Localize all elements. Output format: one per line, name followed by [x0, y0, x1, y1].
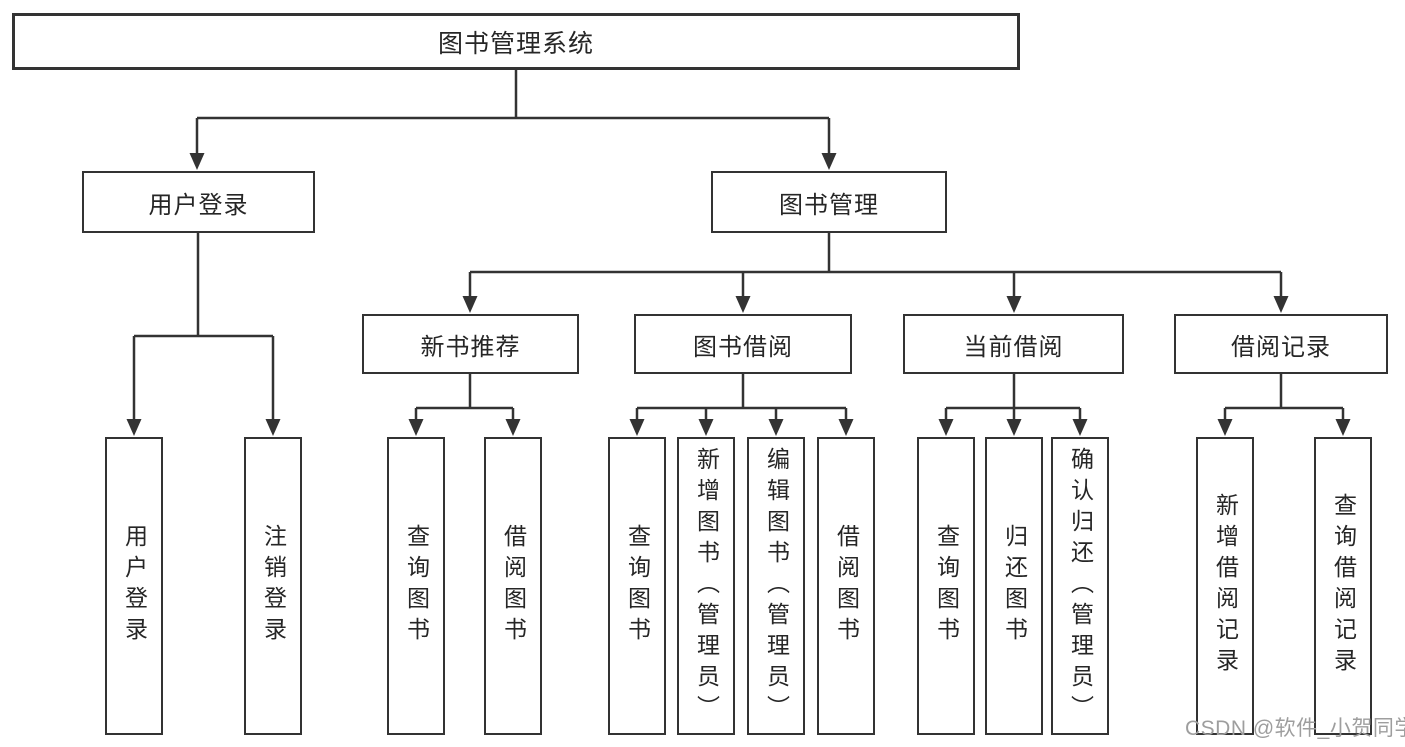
arrowhead-icons: [126, 153, 1351, 436]
node-label: 图书管理系统: [437, 29, 594, 58]
leaf-edit-book-admin: 编辑图书（管理员）: [747, 437, 805, 735]
node-user-login: 用户登录: [82, 171, 315, 233]
leaf-label: 编辑图书（管理员）: [763, 446, 790, 726]
node-library-management-system: 图书管理系统: [12, 13, 1020, 70]
leaf-query-borrow-record: 查询借阅记录: [1314, 437, 1372, 735]
leaf-return-book: 归还图书: [985, 437, 1043, 735]
node-label: 用户登录: [148, 191, 249, 219]
csdn-watermark: CSDN @软件_小贺同学: [1185, 717, 1405, 740]
node-label: 新书推荐: [420, 333, 521, 361]
node-label: 当前借阅: [963, 333, 1064, 361]
leaf-label: 借阅图书: [500, 524, 527, 648]
node-current-borrowing: 当前借阅: [903, 314, 1124, 374]
node-book-management: 图书管理: [711, 171, 947, 233]
leaf-label: 借阅图书: [833, 524, 860, 648]
node-book-borrowing: 图书借阅: [634, 314, 852, 374]
leaf-label: 查询借阅记录: [1330, 493, 1357, 679]
leaf-confirm-return-admin: 确认归还（管理员）: [1051, 437, 1109, 735]
node-borrowing-records: 借阅记录: [1174, 314, 1388, 374]
node-label: 图书管理: [779, 191, 879, 219]
leaf-add-book-admin: 新增图书（管理员）: [677, 437, 735, 735]
node-label: 图书借阅: [693, 333, 793, 361]
leaf-label: 确认归还（管理员）: [1067, 446, 1094, 726]
connector-branches: [132, 70, 1345, 421]
leaf-label: 查询图书: [933, 524, 960, 648]
node-new-book-recommendation: 新书推荐: [362, 314, 579, 374]
leaf-label: 查询图书: [403, 524, 430, 648]
leaf-query-book-recommendation: 查询图书: [387, 437, 445, 735]
leaf-label: 新增借阅记录: [1212, 493, 1239, 679]
leaf-label: 查询图书: [624, 524, 651, 648]
leaf-add-borrow-record: 新增借阅记录: [1196, 437, 1254, 735]
leaf-borrow-book-recommendation: 借阅图书: [484, 437, 542, 735]
leaf-query-book-borrowing: 查询图书: [608, 437, 666, 735]
leaf-user-login: 用户登录: [105, 437, 163, 735]
leaf-label: 用户登录: [121, 524, 148, 648]
leaf-label: 新增图书（管理员）: [693, 446, 720, 726]
node-label: 借阅记录: [1231, 333, 1331, 361]
leaf-label: 归还图书: [1001, 524, 1028, 648]
leaf-label: 注销登录: [260, 524, 287, 648]
leaf-borrow-book: 借阅图书: [817, 437, 875, 735]
leaf-logout: 注销登录: [244, 437, 302, 735]
leaf-query-book-current: 查询图书: [917, 437, 975, 735]
